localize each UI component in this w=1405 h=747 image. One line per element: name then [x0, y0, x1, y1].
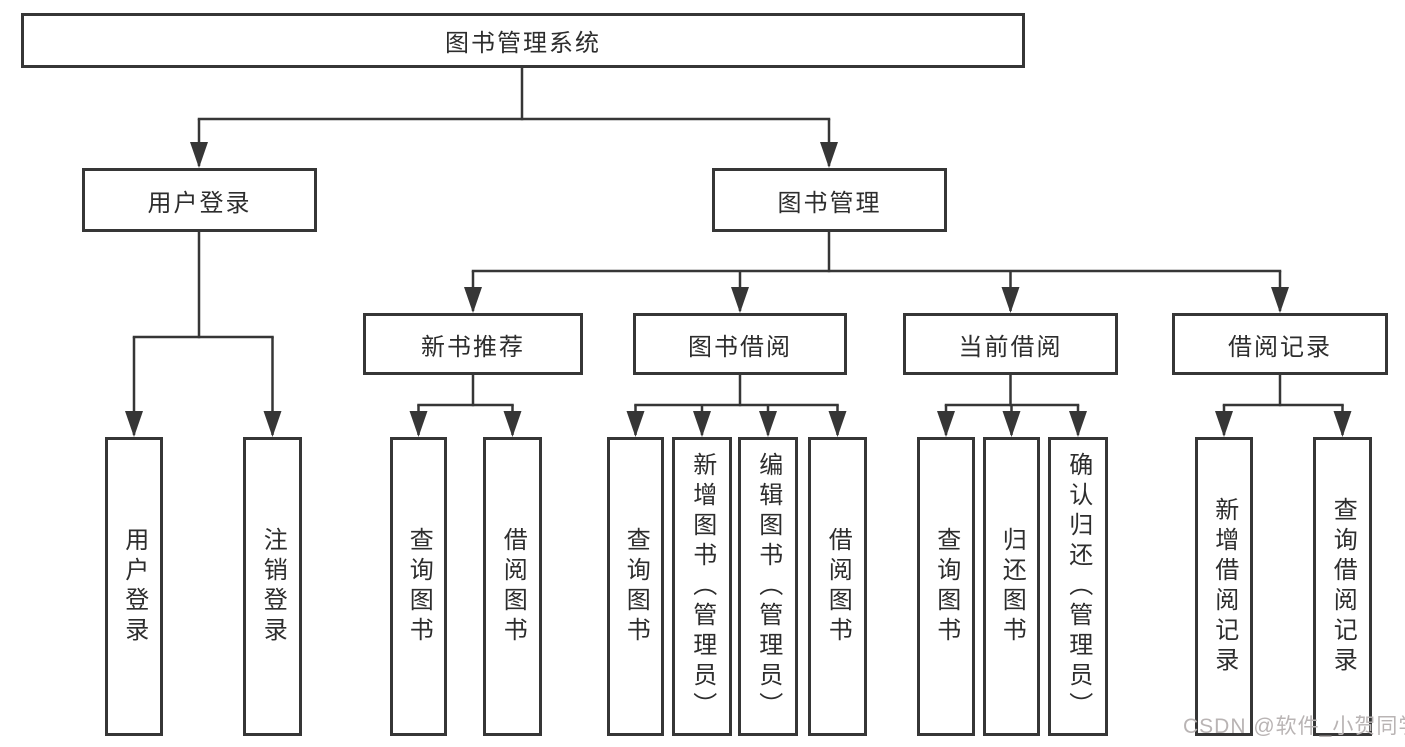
node-records-query-label: 查询借阅记录	[1329, 496, 1357, 677]
node-logout-action: 注销登录	[243, 437, 302, 736]
node-borrow-book-label: 借阅图书	[824, 526, 852, 647]
node-book-borrow: 图书借阅	[633, 313, 847, 375]
node-library-system-label: 图书管理系统	[445, 30, 601, 57]
node-borrow-edit-admin: 编辑图书（管理员）	[738, 437, 798, 736]
node-newbook-borrow-label: 借阅图书	[499, 526, 527, 647]
node-newbook-query: 查询图书	[390, 437, 447, 736]
node-login-action-label: 用户登录	[120, 526, 148, 647]
node-current-query: 查询图书	[917, 437, 975, 736]
node-library-system: 图书管理系统	[21, 13, 1025, 68]
node-current-query-label: 查询图书	[932, 526, 960, 647]
node-current-return-label: 归还图书	[998, 526, 1026, 647]
node-book-management: 图书管理	[712, 168, 947, 232]
node-new-book-recommend-label: 新书推荐	[421, 333, 525, 361]
node-current-borrow-label: 当前借阅	[958, 333, 1063, 361]
node-newbook-query-label: 查询图书	[405, 526, 433, 647]
node-new-book-recommend: 新书推荐	[363, 313, 583, 375]
node-login-action: 用户登录	[105, 437, 163, 736]
node-current-confirm-return-admin: 确认归还（管理员）	[1048, 437, 1108, 736]
node-borrow-query: 查询图书	[607, 437, 664, 736]
node-book-borrow-label: 图书借阅	[688, 333, 792, 361]
node-newbook-borrow: 借阅图书	[483, 437, 542, 736]
node-borrow-add-admin-label: 新增图书（管理员）	[688, 451, 716, 722]
node-borrow-records-label: 借阅记录	[1228, 333, 1332, 361]
watermark: CSDN @软件_小贺同学	[1183, 715, 1405, 738]
node-book-management-label: 图书管理	[777, 189, 882, 217]
node-records-query: 查询借阅记录	[1313, 437, 1372, 736]
node-logout-action-label: 注销登录	[259, 526, 287, 647]
node-current-return: 归还图书	[983, 437, 1040, 736]
node-borrow-records: 借阅记录	[1172, 313, 1388, 375]
node-user-login-label: 用户登录	[147, 189, 252, 217]
node-current-borrow: 当前借阅	[903, 313, 1118, 375]
node-current-confirm-return-admin-label: 确认归还（管理员）	[1064, 451, 1092, 722]
node-borrow-query-label: 查询图书	[622, 526, 650, 647]
node-records-add: 新增借阅记录	[1195, 437, 1253, 736]
node-borrow-edit-admin-label: 编辑图书（管理员）	[754, 451, 782, 722]
node-records-add-label: 新增借阅记录	[1210, 496, 1238, 677]
node-user-login: 用户登录	[82, 168, 317, 232]
node-borrow-book: 借阅图书	[808, 437, 867, 736]
node-borrow-add-admin: 新增图书（管理员）	[672, 437, 732, 736]
